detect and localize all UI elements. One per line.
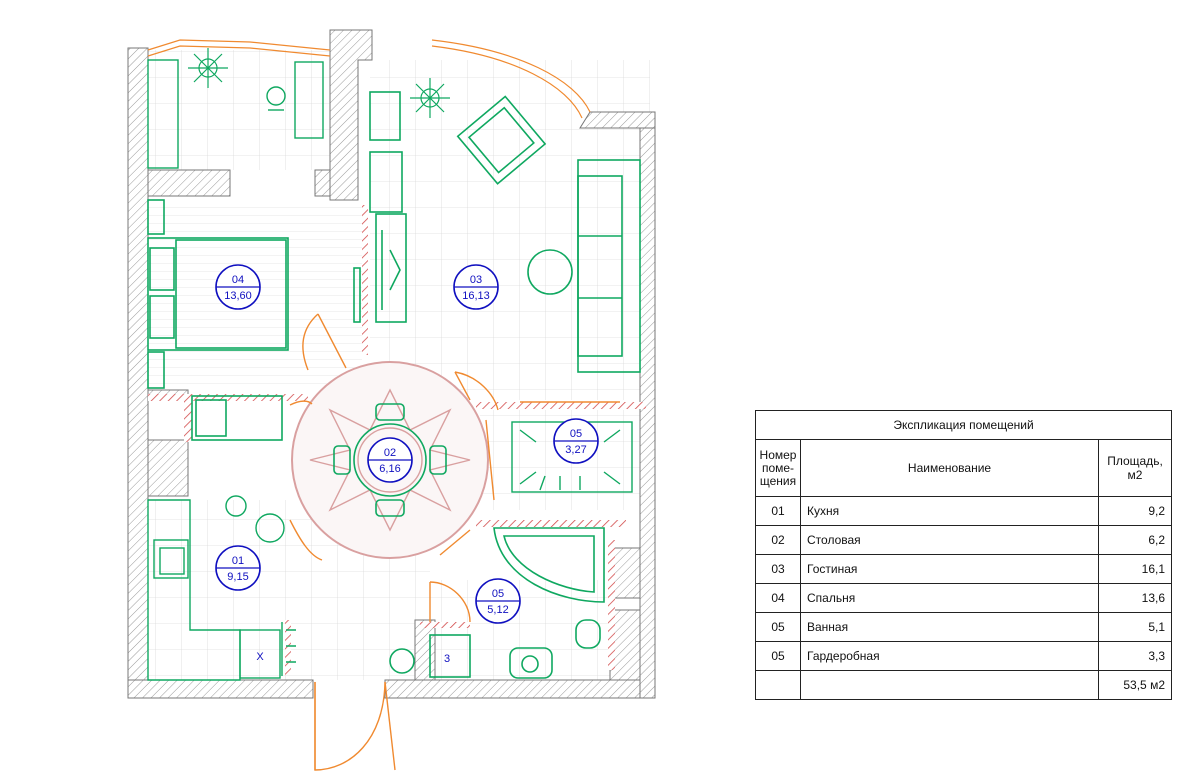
header-name: Наименование [800, 439, 1099, 497]
cell-area: 6,2 [1098, 525, 1172, 555]
cell-name: Гостиная [800, 554, 1099, 584]
room-tag: 055,12 [475, 578, 521, 624]
room-tag: 03 16,13 [453, 264, 499, 310]
room-tag: 053,27 [553, 418, 599, 464]
cell-name: Спальня [800, 583, 1099, 613]
room-tag: 026,16 [367, 437, 413, 483]
plant-icon [188, 48, 450, 118]
cell-area: 5,1 [1098, 612, 1172, 642]
room-area: 3,27 [565, 444, 586, 456]
total-area: 53,5 м2 [1098, 670, 1172, 700]
cell-num: 01 [755, 496, 801, 526]
room-area: 16,13 [462, 290, 490, 302]
living-room-furniture [369, 91, 641, 373]
room-number: 05 [492, 588, 504, 600]
table-title: Экспликация помещений [755, 410, 1172, 440]
cell-area: 16,1 [1098, 554, 1172, 584]
cell-num: 04 [755, 583, 801, 613]
room-area: 5,12 [487, 604, 508, 616]
table-total-row: 53,5 м2 [755, 670, 1172, 700]
cell-name: Гардеробная [800, 641, 1099, 671]
cell-name: Кухня [800, 496, 1099, 526]
partitions [148, 205, 646, 675]
room-number: 03 [470, 274, 482, 286]
room-number: 01 [232, 555, 244, 567]
bedroom-furniture [147, 199, 361, 441]
room-area: 6,16 [379, 463, 400, 475]
room-number: 02 [384, 447, 396, 459]
cell-num: 03 [755, 554, 801, 584]
room-tag: 04 13,60 [215, 264, 261, 310]
room-tag: 019,15 [215, 545, 261, 591]
cell-name: Столовая [800, 525, 1099, 555]
explication-table: Экспликация помещений Номер поме- щения … [755, 410, 1172, 700]
doors [289, 313, 620, 771]
room-area: 13,60 [224, 290, 252, 302]
room-number: 05 [570, 428, 582, 440]
cell-num: 05 [755, 612, 801, 642]
balcony-furniture [147, 59, 324, 169]
table-header: Номер поме- щения Наименование Площадь, … [755, 439, 1172, 497]
cell-area: 13,6 [1098, 583, 1172, 613]
kitchen-furniture [147, 495, 296, 681]
header-area: Площадь, м2 [1098, 439, 1172, 497]
room-number: 04 [232, 274, 244, 286]
balcony [147, 39, 591, 119]
cell-area: 9,2 [1098, 496, 1172, 526]
closet-label: 3 [444, 653, 450, 665]
header-number: Номер поме- щения [755, 439, 801, 497]
cell-num: 05 [755, 641, 801, 671]
cell-name: Ванная [800, 612, 1099, 642]
walls [127, 29, 656, 699]
cell-num: 02 [755, 525, 801, 555]
bathroom-fixtures [389, 527, 605, 679]
cell-area: 3,3 [1098, 641, 1172, 671]
room-area: 9,15 [227, 571, 248, 583]
stove-label: X [256, 651, 264, 663]
